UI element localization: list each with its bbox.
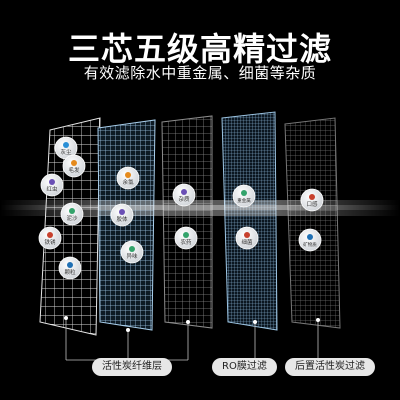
contaminant-icon bbox=[69, 208, 75, 214]
badge-layer-1-3: 泥沙 bbox=[60, 202, 84, 226]
contaminant-icon bbox=[241, 190, 247, 196]
filter-panel-3 bbox=[161, 115, 213, 329]
badge-label: 矿物质 bbox=[303, 241, 317, 248]
badge-label: 细菌 bbox=[241, 238, 253, 246]
badge-layer-4-0: 重金属 bbox=[232, 184, 256, 208]
page-subtitle: 有效滤除水中重金属、细菌等杂质 bbox=[83, 64, 317, 82]
badge-layer-2-1: 胶体 bbox=[110, 203, 134, 227]
contaminant-icon bbox=[183, 232, 189, 238]
label-ro-membrane: RO膜过滤 bbox=[212, 358, 277, 376]
label-row: 活性炭纤维层 RO膜过滤 后置活性炭过滤 bbox=[0, 358, 400, 378]
badge-label: 余氯 bbox=[122, 178, 134, 186]
label-carbon-fiber: 活性炭纤维层 bbox=[92, 358, 172, 376]
contaminant-icon bbox=[47, 232, 53, 238]
badge-layer-2-0: 余氯 bbox=[116, 166, 140, 190]
badge-layer-1-0: 灰尘 bbox=[54, 136, 78, 160]
badge-layer-1-2: 红虫 bbox=[40, 173, 64, 197]
badge-layer-5-1: 矿物质 bbox=[298, 228, 322, 252]
contaminant-icon bbox=[129, 246, 135, 252]
badge-label: 毛发 bbox=[68, 166, 80, 174]
contaminant-icon bbox=[67, 262, 73, 268]
contaminant-icon bbox=[63, 142, 69, 148]
badge-label: 铁锈 bbox=[44, 238, 56, 246]
badge-label: 红虫 bbox=[46, 185, 58, 193]
contaminant-icon bbox=[71, 160, 77, 166]
badge-layer-1-4: 铁锈 bbox=[38, 226, 62, 250]
water-stream bbox=[0, 200, 400, 216]
filter-panel-5 bbox=[284, 117, 341, 329]
filter-panel-1 bbox=[39, 117, 101, 336]
page-title: 三芯五级高精过滤 bbox=[67, 30, 332, 68]
badge-label: 异味 bbox=[126, 252, 138, 260]
connector-dots bbox=[64, 316, 320, 332]
badge-label: 泥沙 bbox=[66, 214, 78, 222]
badge-label: 杂质 bbox=[178, 195, 190, 203]
contaminant-icon bbox=[181, 189, 187, 195]
badge-layer-1-5: 颗粒 bbox=[58, 256, 82, 280]
contaminant-icon bbox=[119, 209, 125, 215]
badge-label: 口感 bbox=[306, 200, 318, 208]
badge-layer-4-1: 细菌 bbox=[235, 226, 259, 250]
badge-layer-3-0: 杂质 bbox=[172, 183, 196, 207]
contaminant-icon bbox=[244, 232, 250, 238]
badge-label: 颗粒 bbox=[64, 268, 76, 276]
contaminant-icon bbox=[125, 172, 131, 178]
contaminant-icon bbox=[309, 194, 315, 200]
badge-layer-5-0: 口感 bbox=[300, 188, 324, 212]
badge-layer-3-1: 农药 bbox=[174, 226, 198, 250]
badge-label: 重金属 bbox=[237, 197, 251, 204]
badge-layer-2-2: 异味 bbox=[120, 240, 144, 264]
contaminant-icon bbox=[307, 234, 313, 240]
label-post-carbon: 后置活性炭过滤 bbox=[285, 358, 375, 376]
badge-label: 灰尘 bbox=[60, 148, 72, 156]
contaminant-icon bbox=[49, 179, 55, 185]
badge-label: 胶体 bbox=[116, 215, 128, 223]
badge-layer-1-1: 毛发 bbox=[62, 154, 86, 178]
filter-panel-4 bbox=[221, 111, 278, 331]
badge-label: 农药 bbox=[180, 238, 192, 246]
